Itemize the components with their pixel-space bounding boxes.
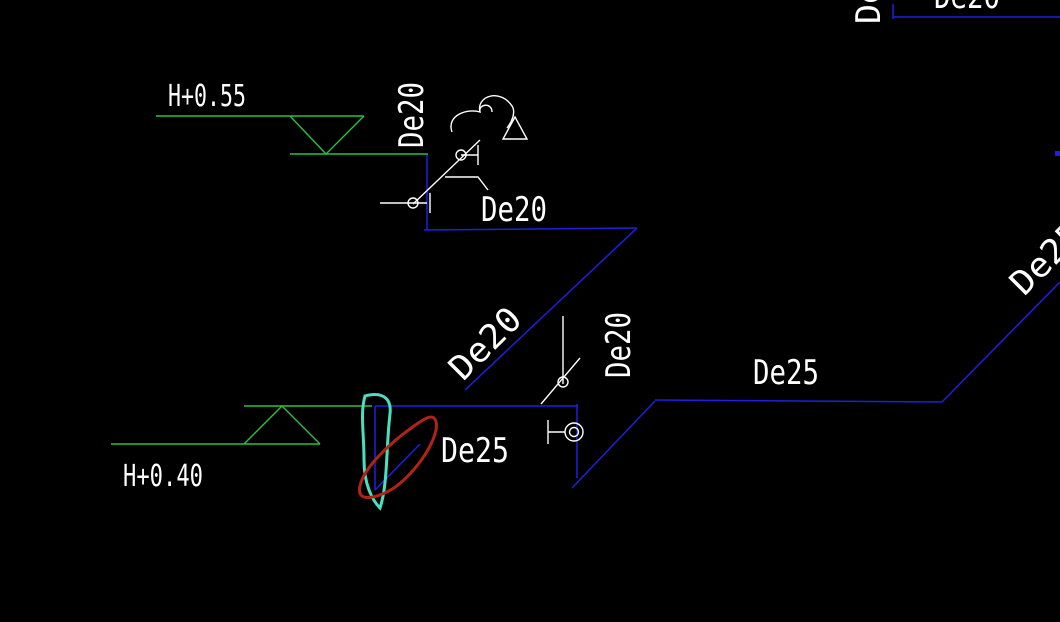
pipe-right-diagonal [941, 281, 1060, 403]
pipe-label-de20-horizontal-top: De20 [481, 190, 547, 230]
pipe-short-diagonal [374, 443, 421, 491]
fixture-leader-elbow [445, 176, 489, 191]
pipe-lower-diagonal [571, 400, 656, 489]
pipe-top-horizontal [423, 227, 638, 231]
pipe-label-de20-top-right-vertical: De [849, 0, 889, 24]
pipe-main-horizontal [654, 399, 943, 403]
faucet-curve [450, 95, 515, 133]
annotation-cyan-loop [361, 393, 392, 511]
pipe-label-de20-vertical-mid: De20 [599, 312, 639, 378]
level-triangle-lower [243, 405, 321, 445]
arrow-head-icon [501, 115, 529, 140]
elevation-lower: H+0.40 [123, 459, 203, 494]
pipe-diagonal [464, 227, 638, 391]
pipe-label-de20-top-right-horizontal: De20 [934, 0, 1000, 17]
annotation-red-loop [357, 415, 438, 499]
pipe-network [374, 4, 1060, 491]
elevation-markers [111, 115, 428, 445]
pipe-label-de25-lower: De25 [441, 431, 509, 471]
fixtures [380, 95, 584, 444]
pipe-node [1055, 151, 1060, 156]
fixture-leader-top [412, 139, 481, 205]
faucet-loop [479, 104, 493, 113]
fixture-leader-mid [540, 357, 581, 405]
pipe-label-de25-main: De25 [753, 353, 819, 393]
pipe-label-de20-vertical-top: De20 [392, 82, 432, 148]
valve-icon-mid [557, 376, 569, 388]
elevation-upper: H+0.55 [168, 79, 246, 114]
tap-icon-inner [568, 426, 580, 438]
